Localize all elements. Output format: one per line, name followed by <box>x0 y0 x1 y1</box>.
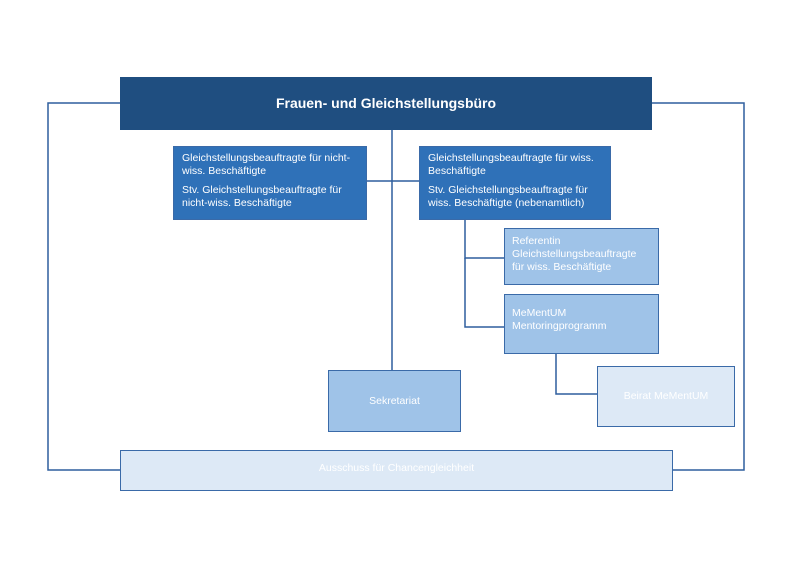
ausschuss-box: Ausschuss für Chancengleichheit <box>120 450 673 491</box>
left-unit-box: Gleichstellungsbeauftragte für nicht-wis… <box>173 146 367 220</box>
sekretariat-text: Sekretariat <box>369 394 420 407</box>
beirat-text: Beirat MeMentUM <box>623 390 709 402</box>
connector-to-beirat <box>555 354 597 395</box>
connector-to-referentin <box>464 220 504 259</box>
ausschuss-text: Ausschuss für Chancengleichheit <box>318 462 475 474</box>
connector-title-to-ausschuss-left <box>47 102 120 471</box>
connector-title-to-ausschuss-right <box>652 102 745 471</box>
right-unit-line2: Stv. Gleichstellungsbeauftragte für wiss… <box>428 184 588 209</box>
sekretariat-box: Sekretariat <box>328 370 461 432</box>
right-unit-line1: Gleichstellungsbeauftragte für wiss. Bes… <box>428 152 594 177</box>
mentum-box: MeMentUM Mentoringprogramm <box>504 294 659 354</box>
referentin-text: Referentin Gleichstellungsbeauftragte fü… <box>512 235 637 273</box>
right-unit-box: Gleichstellungsbeauftragte für wiss. Bes… <box>419 146 611 220</box>
title-text: Frauen- und Gleichstellungsbüro <box>275 95 497 111</box>
left-unit-line2: Stv. Gleichstellungsbeauftragte für nich… <box>182 184 342 209</box>
left-unit-line1: Gleichstellungsbeauftragte für nicht-wis… <box>182 152 351 177</box>
mentum-text: MeMentUM Mentoringprogramm <box>512 307 607 332</box>
beirat-box: Beirat MeMentUM <box>597 366 735 427</box>
connector-to-mentum <box>464 258 504 328</box>
title-box: Frauen- und Gleichstellungsbüro <box>120 77 652 130</box>
referentin-box: Referentin Gleichstellungsbeauftragte fü… <box>504 228 659 285</box>
